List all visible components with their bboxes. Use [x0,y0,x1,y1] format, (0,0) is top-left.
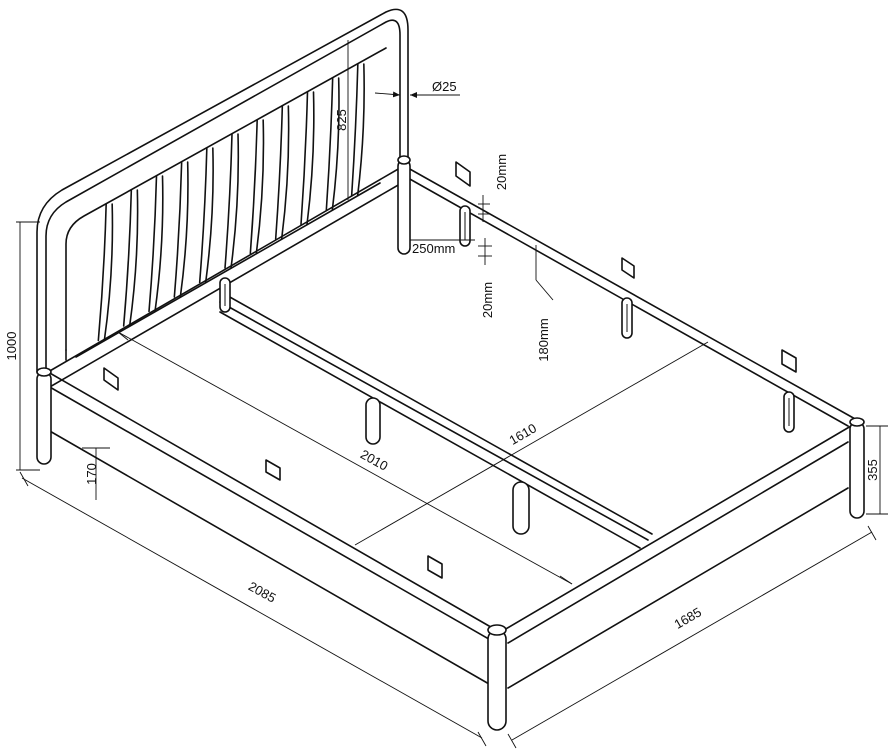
headboard-bar [154,175,164,313]
label-bracket-offset: 250mm [412,241,455,256]
label-headboard-height: 1000 [4,332,19,361]
headboard-bar [280,105,290,240]
leg-center-1 [365,397,381,445]
headboard-bar [249,119,258,255]
headboard-bar [179,161,189,298]
headboard-bar [198,147,208,284]
label-bracket-spacing: 20mm [494,154,509,190]
slot-bracket [219,277,231,313]
leg-front-right [849,417,865,519]
clip [455,161,471,187]
headboard-bars [97,63,365,342]
slot-bracket [621,297,633,339]
headboard-bar [356,63,365,197]
slot-bracket [783,391,795,433]
headboard [36,8,409,373]
headboard-bar [331,77,340,211]
label-headboard-bar-height: 825 [334,109,349,131]
clip [265,459,281,481]
headboard-bar [128,189,139,327]
headboard-bar [122,189,133,327]
dimension-lines [16,40,888,749]
label-total-width: 1685 [671,604,704,631]
label-frame-depth: 180mm [536,318,551,361]
label-inner-width: 1610 [506,420,539,447]
headboard-bar [97,203,107,342]
headboard-bar [350,63,359,197]
leg-center-2 [512,481,530,535]
clip [781,349,797,373]
label-rod-diameter: Ø25 [432,79,457,94]
headboard-bar [230,133,240,269]
headboard-bar [255,119,265,255]
label-slot-spacing: 20mm [480,282,495,318]
headboard-bar [300,91,309,226]
leg-back-left [36,367,52,465]
slot-bracket [459,205,471,247]
headboard-bar [274,105,284,240]
headboard-bar [204,147,214,284]
clip [621,257,635,279]
headboard-bar [306,91,315,226]
clip [103,367,119,391]
headboard-bar [103,203,114,342]
label-inner-length: 2010 [358,446,391,473]
leg-back-right [397,155,411,255]
label-total-length: 2085 [246,578,279,605]
dimension-labels: Ø25 825 1000 20mm 250mm 20mm 180mm 2010 … [4,79,880,632]
label-leg-clearance: 170 [84,463,99,485]
headboard-bar [148,175,158,313]
headboard-bar [173,161,183,298]
headboard-bar [325,77,334,211]
bed-frame [36,155,865,731]
clip [427,555,443,579]
label-side-height: 355 [865,459,880,481]
headboard-bar [224,133,233,269]
leg-front-left [487,624,507,731]
